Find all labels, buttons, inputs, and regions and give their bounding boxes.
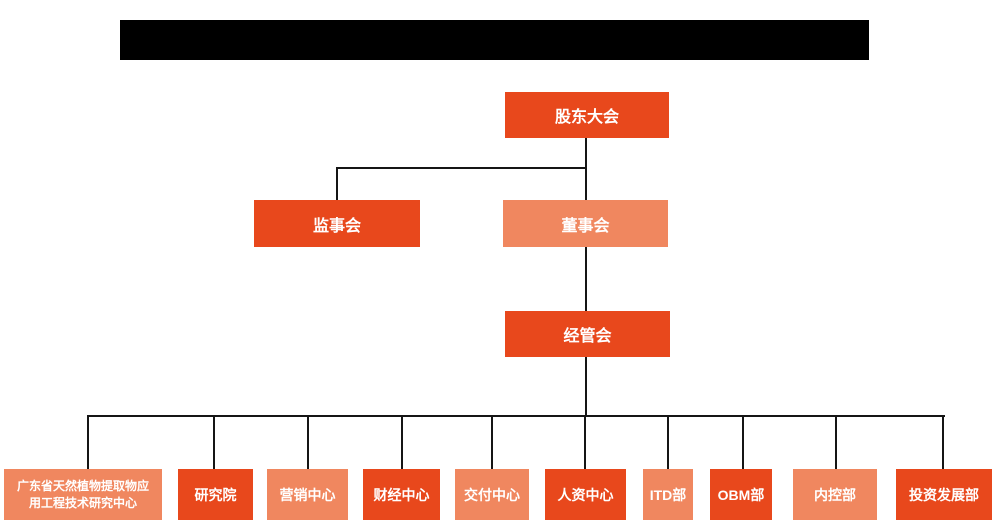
node-dept-investment-development: 投资发展部 <box>896 469 992 520</box>
node-label: 广东省天然植物提取物应 用工程技术研究中心 <box>16 479 149 510</box>
node-label: 交付中心 <box>464 486 520 503</box>
connector-drop-delivery <box>491 415 493 470</box>
connector-drop-finance <box>401 415 403 470</box>
connector-to-supervisors <box>336 167 338 201</box>
node-dept-delivery-center: 交付中心 <box>455 469 529 520</box>
node-dept-finance-center: 财经中心 <box>363 469 440 520</box>
node-management-committee: 经管会 <box>505 311 670 357</box>
connector-drop-hr <box>584 415 586 470</box>
connector-departments-horizontal <box>87 415 945 417</box>
node-dept-itd: ITD部 <box>643 469 693 520</box>
node-dept-research-institute: 研究院 <box>178 469 253 520</box>
node-dept-internal-control: 内控部 <box>793 469 877 520</box>
connector-drop-institute <box>213 415 215 470</box>
node-label: 人资中心 <box>557 486 614 503</box>
connector-drop-internal-control <box>835 415 837 470</box>
connector-root-down <box>585 138 587 169</box>
node-shareholders-meeting: 股东大会 <box>505 92 669 138</box>
node-dept-hr-center: 人资中心 <box>545 469 626 520</box>
connector-drop-research-center <box>87 415 89 470</box>
connector-drop-investment <box>942 415 944 470</box>
node-label: 股东大会 <box>554 109 619 126</box>
node-label: 董事会 <box>561 217 610 235</box>
connector-drop-obm <box>742 415 744 470</box>
node-label: 内控部 <box>814 486 856 503</box>
node-label: 财经中心 <box>373 486 430 503</box>
node-label: OBM部 <box>717 486 765 503</box>
node-supervisory-board: 监事会 <box>254 200 420 247</box>
node-label: ITD部 <box>649 486 687 503</box>
node-board-of-directors: 董事会 <box>503 200 668 247</box>
connector-board-to-management <box>585 247 587 311</box>
connector-level2-horizontal <box>336 167 587 169</box>
node-dept-marketing-center: 营销中心 <box>267 469 348 520</box>
redacted-title-bar <box>120 20 869 60</box>
connector-to-board <box>585 167 587 201</box>
node-dept-obm: OBM部 <box>710 469 772 520</box>
node-label: 监事会 <box>312 217 361 235</box>
connector-drop-marketing <box>307 415 309 470</box>
node-label: 经管会 <box>563 328 612 345</box>
connector-management-down <box>585 357 587 417</box>
connector-drop-itd <box>667 415 669 470</box>
node-label: 研究院 <box>194 486 237 503</box>
node-dept-research-center: 广东省天然植物提取物应 用工程技术研究中心 <box>4 469 162 520</box>
node-label: 投资发展部 <box>909 486 979 503</box>
node-label: 营销中心 <box>279 486 336 503</box>
